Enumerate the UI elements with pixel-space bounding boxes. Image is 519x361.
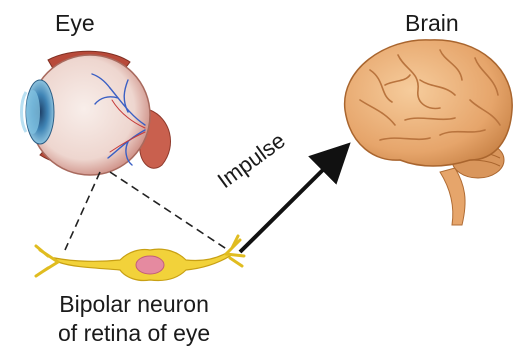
- eye-illustration: [22, 51, 171, 175]
- bipolar-neuron-illustration: [36, 236, 244, 281]
- neuron-caption-line-2: of retina of eye: [58, 319, 210, 348]
- connector-lines: [65, 172, 228, 250]
- eye-label: Eye: [55, 10, 95, 37]
- brain-label: Brain: [405, 10, 459, 37]
- brain-illustration: [345, 40, 513, 225]
- neuron-caption: Bipolar neuron of retina of eye: [58, 290, 210, 348]
- neuron-caption-line-1: Bipolar neuron: [58, 290, 210, 319]
